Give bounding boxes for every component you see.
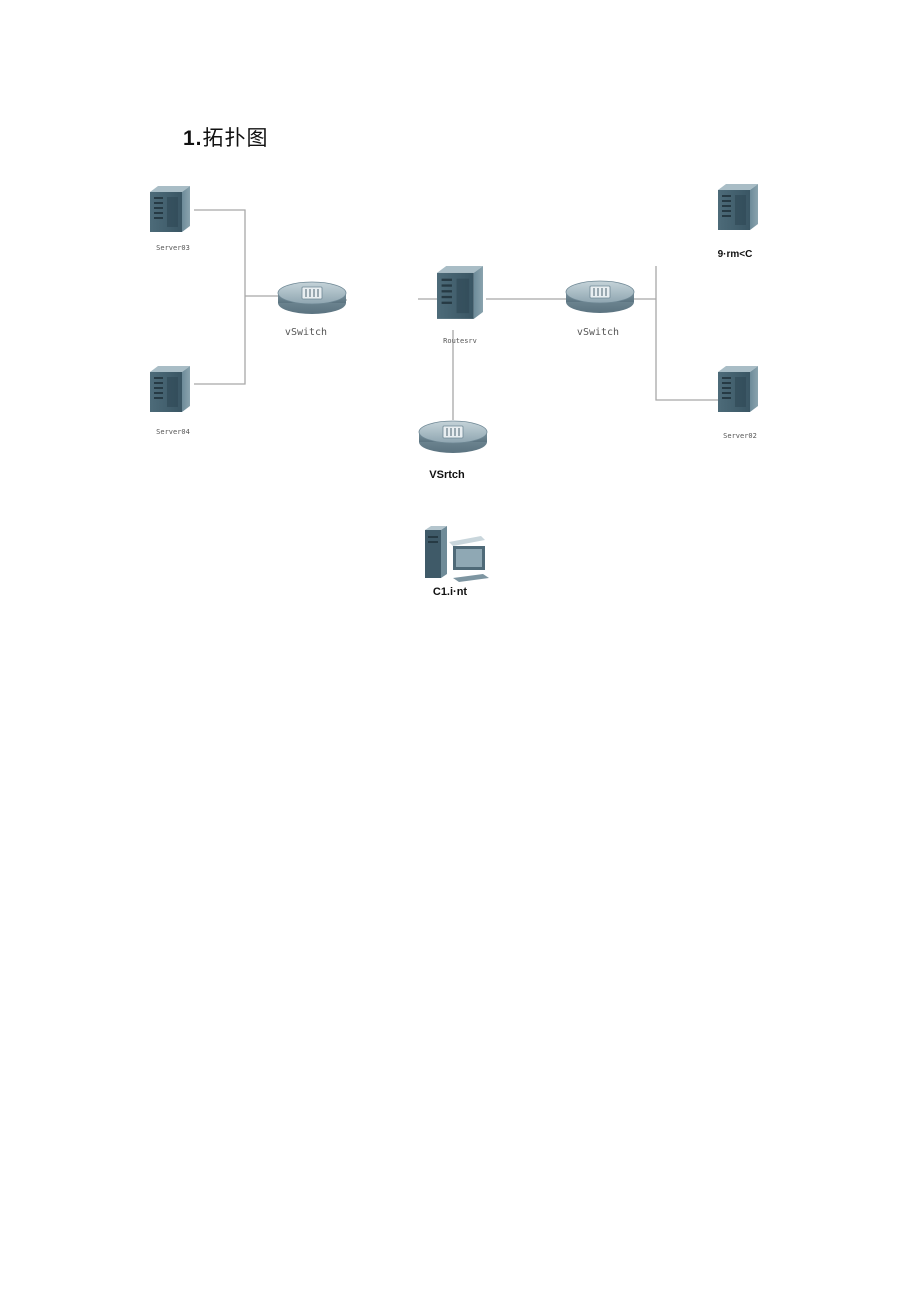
vswitch-bottom-node: VSrtch	[418, 420, 488, 481]
router-node: Routesrv	[437, 266, 483, 345]
section-heading: 1.拓扑图	[183, 122, 269, 152]
server02-node: Server02	[718, 366, 758, 440]
section-number: 1.	[183, 127, 203, 150]
server-tower-icon	[437, 266, 483, 319]
server-top-right-label: 9·rm<C	[718, 249, 753, 260]
server-tower-icon	[718, 366, 758, 412]
server03-node: Server03	[150, 186, 190, 252]
server-top-right-node: 9·rm<C	[718, 184, 758, 260]
vswitch-bottom-label: VSrtch	[429, 469, 465, 481]
workstation-icon	[425, 526, 489, 582]
client-node: C1.i·nt	[425, 526, 489, 598]
server-tower-icon	[718, 184, 758, 230]
switch-icon	[565, 280, 635, 314]
server-tower-icon	[150, 186, 190, 232]
links	[194, 209, 718, 420]
server02-label: Server02	[723, 432, 757, 440]
server04-node: Server04	[150, 366, 190, 436]
server04-label: Server04	[156, 428, 190, 436]
vswitch-left-label: vSwitch	[285, 327, 327, 338]
vswitch-right-label: vSwitch	[577, 327, 619, 338]
link-server03-bus	[194, 209, 246, 385]
vswitch-left-node: vSwitch	[277, 281, 347, 338]
link-right-bus	[655, 266, 718, 401]
client-label: C1.i·nt	[433, 586, 468, 598]
vswitch-right-node: vSwitch	[565, 280, 635, 338]
section-title: 拓扑图	[202, 126, 269, 150]
switch-icon	[418, 420, 488, 454]
router-label: Routesrv	[443, 337, 477, 345]
server03-label: Server03	[156, 244, 190, 252]
switch-icon	[277, 281, 347, 315]
server-tower-icon	[150, 366, 190, 412]
